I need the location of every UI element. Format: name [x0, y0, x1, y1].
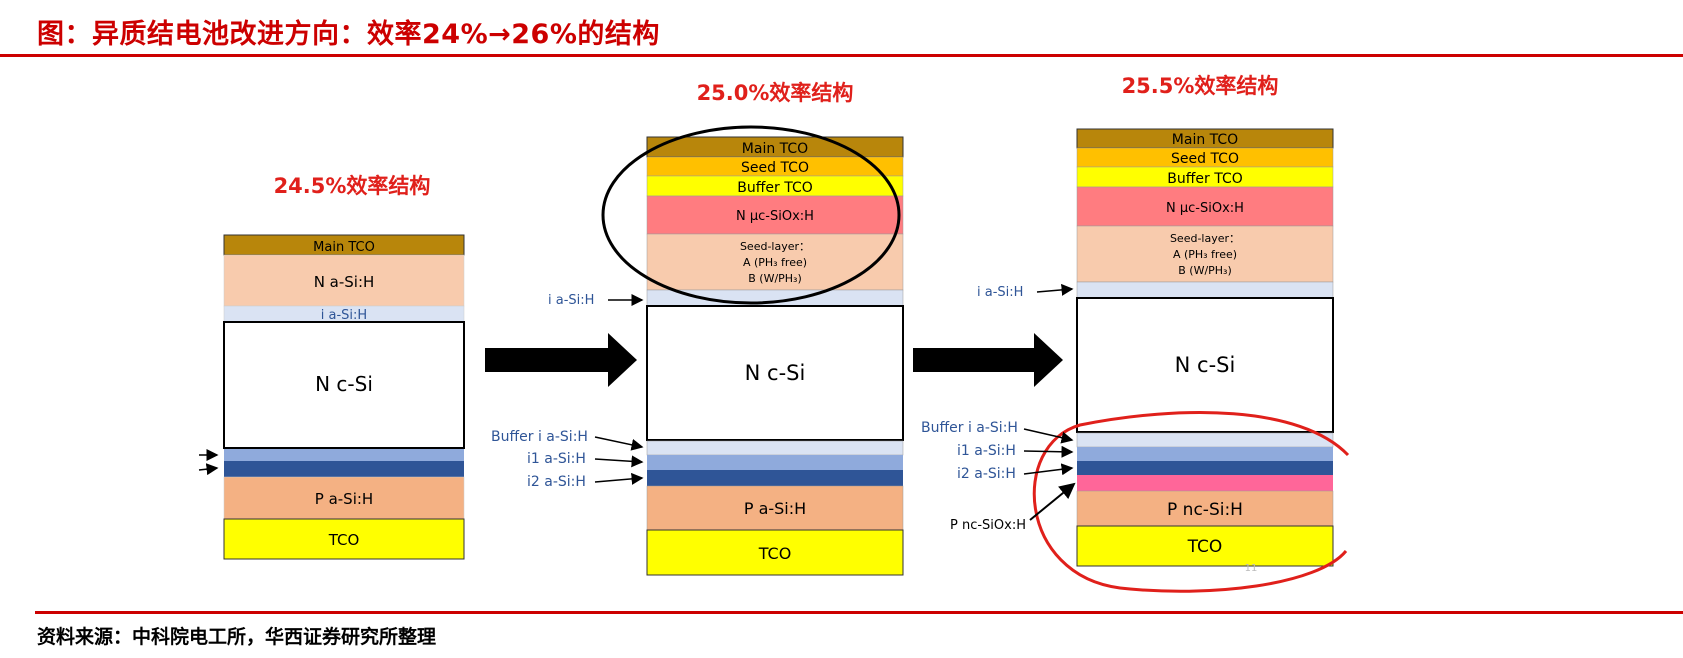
layer-tco-label: TCO: [758, 544, 792, 563]
page-number: 11: [1245, 563, 1258, 574]
layer-p-asi-label: P a-Si:H: [744, 499, 806, 518]
layer-tco-label: TCO: [328, 531, 360, 549]
page-title: 图：异质结电池改进方向：效率24%→26%的结构: [37, 19, 660, 50]
layer-i2: [224, 461, 464, 477]
structure-25-0: 25.0%效率结构 Main TCO Seed TCO Buffer TCO N…: [491, 81, 904, 576]
layer-n-asi: [223, 254, 465, 307]
callout-i1-asi: i1 a-Si:H: [527, 451, 586, 467]
callout-arrow: [1029, 482, 1076, 521]
callout-arrow: [1036, 283, 1074, 296]
layer-seed-tco-label: Seed TCO: [741, 160, 809, 176]
layer-seed-layer-label: Seed-layer：: [1170, 232, 1240, 245]
layer-tco: [223, 518, 465, 560]
layer-i1: [1077, 447, 1333, 461]
layer-n-csi-label: N c-Si: [1175, 353, 1236, 377]
structure-24-5: 24.5%效率结构 Main TCO N a-Si:H i a-Si:H N c…: [198, 174, 465, 560]
highlight-ellipse: [601, 125, 901, 305]
layer-seed-layer-label: B (W/PH₃): [1178, 264, 1232, 277]
layer-tco: [646, 529, 904, 576]
layer-seed-layer: [1076, 225, 1334, 283]
footer-divider: [35, 611, 1683, 614]
callout-arrow: [1023, 428, 1074, 444]
layer-n-csi: [646, 305, 904, 441]
title-divider: [0, 54, 1683, 57]
layer-tco-label: TCO: [1187, 537, 1223, 557]
transition-arrow: [913, 333, 1063, 387]
callout-arrow: [594, 436, 644, 451]
callout-i-asi: i a-Si:H: [548, 293, 594, 308]
callout-buffer-i-asi: Buffer i a-Si:H: [921, 420, 1018, 436]
source-note: 资料来源：中科院电工所，华西证券研究所整理: [37, 626, 437, 648]
callout-arrow: [1023, 445, 1074, 458]
layer-buffer-tco-label: Buffer TCO: [1167, 171, 1242, 187]
layer-n-uc-siox-label: N μc-SiOx:H: [1166, 201, 1244, 216]
callout-i2-asi: i2 a-Si:H: [957, 466, 1016, 482]
callout-i2-asi: i2 a-Si:H: [527, 474, 586, 490]
layer-seed-layer-label: A (PH₃ free): [1173, 248, 1237, 261]
layer-p-asi-label: P a-Si:H: [315, 490, 373, 508]
layer-buffer-tco-label: Buffer TCO: [737, 180, 812, 196]
callout-arrow: [594, 472, 644, 485]
layer-seed-layer-label: Seed-layer：: [740, 240, 810, 253]
callout-i-asi: i a-Si:H: [977, 285, 1023, 300]
layer-buffer-i: [1076, 432, 1334, 448]
structure-heading: 24.5%效率结构: [274, 174, 431, 198]
highlight-ellipse: [1032, 411, 1350, 593]
layer-p-ncsi: [1076, 490, 1334, 527]
transition-arrow: [485, 333, 637, 387]
callout-arrow: [1023, 463, 1074, 476]
layer-n-csi: [1076, 297, 1334, 433]
layer-seed-layer: [646, 233, 904, 291]
layer-i1: [224, 449, 464, 461]
layer-i-asi-label: i a-Si:H: [321, 308, 367, 323]
layer-i-asi: [1076, 281, 1334, 299]
callout-i1-asi: i1 a-Si:H: [957, 443, 1016, 459]
layer-seed-tco-label: Seed TCO: [1171, 151, 1239, 167]
layer-n-asi-label: N a-Si:H: [314, 273, 375, 291]
layer-p-asi: [223, 476, 465, 520]
callout-arrow: [198, 463, 219, 476]
layer-main-tco-label: Main TCO: [742, 141, 808, 157]
layer-main-tco-label: Main TCO: [1172, 132, 1238, 148]
structure-heading: 25.5%效率结构: [1122, 74, 1279, 98]
layer-main-tco-label: Main TCO: [313, 240, 375, 255]
layer-n-uc-siox-label: N μc-SiOx:H: [736, 209, 814, 224]
layer-n-uc-siox: [646, 195, 904, 235]
layer-i2: [1077, 461, 1333, 475]
callout-arrow: [594, 455, 644, 468]
layer-tco: [1076, 525, 1334, 567]
callout-buffer-i-asi: Buffer i a-Si:H: [491, 429, 588, 445]
structure-25-5: 25.5%效率结构 Main TCO Seed TCO Buffer TCO N…: [921, 74, 1350, 593]
layer-buffer-i: [646, 440, 904, 456]
layer-p-ncsi-label: P nc-Si:H: [1167, 500, 1243, 520]
layer-seed-layer-label: B (W/PH₃): [748, 272, 802, 285]
layer-i1: [647, 455, 903, 470]
layer-n-csi-label: N c-Si: [315, 372, 373, 396]
structure-heading: 25.0%效率结构: [697, 81, 854, 105]
layer-n-csi: [223, 321, 465, 449]
layer-p-nc-siox: [1077, 475, 1333, 491]
layer-seed-layer-label: A (PH₃ free): [743, 256, 807, 269]
layer-n-csi-label: N c-Si: [745, 361, 806, 385]
callout-p-nc-siox: P nc-SiOx:H: [950, 518, 1026, 533]
layer-i2: [647, 470, 903, 486]
layer-p-asi: [646, 485, 904, 531]
layer-n-uc-siox: [1076, 186, 1334, 227]
